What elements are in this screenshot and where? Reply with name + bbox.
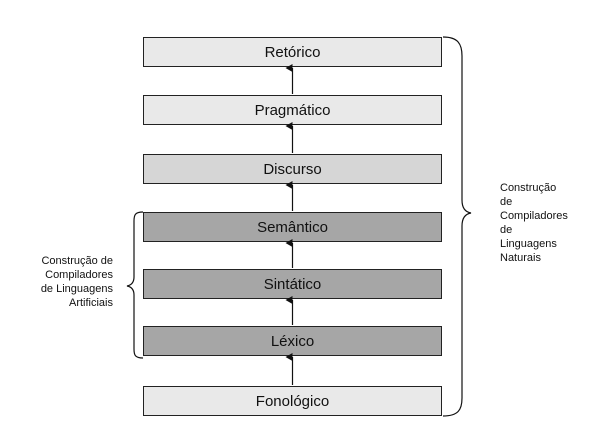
layer-box-discurso: Discurso xyxy=(143,154,442,184)
label-natural-languages: Construção de Compiladores de Linguagens… xyxy=(500,181,568,265)
layer-label-semantico: Semântico xyxy=(257,218,328,236)
layer-box-retorico: Retórico xyxy=(143,37,442,67)
label-natural-line: Construção xyxy=(500,182,557,194)
layer-label-sintatico: Sintático xyxy=(263,275,322,293)
label-artificial-languages: Construção de Compiladores de Linguagens… xyxy=(41,254,113,310)
layer-box-fonologico: Fonológico xyxy=(143,386,442,416)
label-natural-line: Naturais xyxy=(500,252,541,264)
label-artificial-line: de Linguagens xyxy=(40,283,113,295)
layer-box-sintatico: Sintático xyxy=(143,269,442,299)
layer-box-pragmatico: Pragmático xyxy=(143,95,442,125)
label-natural-line: de xyxy=(500,224,513,236)
right-brace-natural xyxy=(442,36,472,417)
left-brace-artificial xyxy=(126,211,144,359)
layer-label-retorico: Retórico xyxy=(264,43,321,61)
label-artificial-line: Construção de xyxy=(41,255,113,267)
layer-box-lexico: Léxico xyxy=(143,326,442,356)
label-natural-line: de xyxy=(500,196,513,208)
label-artificial-line: Compiladores xyxy=(45,269,113,281)
layer-label-discurso: Discurso xyxy=(263,160,322,178)
layer-label-fonologico: Fonológico xyxy=(255,392,330,410)
layer-label-pragmatico: Pragmático xyxy=(254,101,331,119)
label-natural-line: Linguagens xyxy=(500,238,557,250)
label-artificial-line: Artificiais xyxy=(68,297,113,309)
layer-box-semantico: Semântico xyxy=(143,212,442,242)
layer-label-lexico: Léxico xyxy=(270,332,315,350)
label-natural-line: Compiladores xyxy=(500,210,568,222)
